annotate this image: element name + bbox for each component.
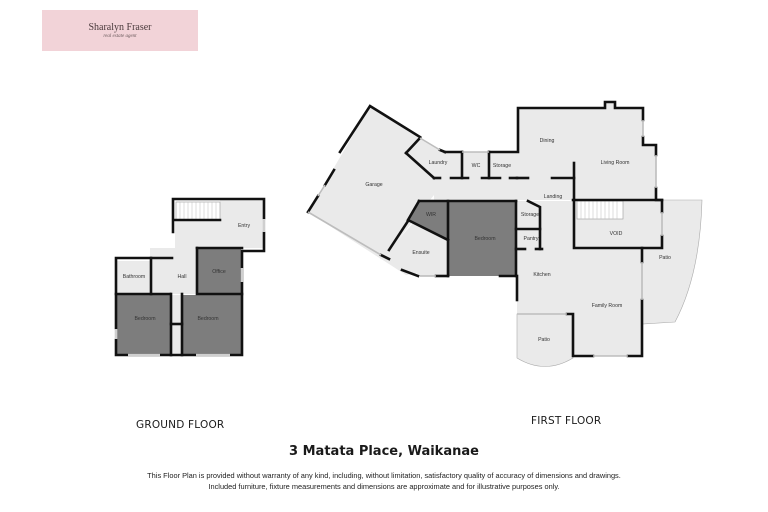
label-storage-1: Storage (493, 163, 511, 169)
room-garage (308, 106, 434, 275)
label-living-room: Living Room (601, 160, 630, 166)
label-kitchen: Kitchen (533, 272, 550, 278)
room-dining-living (517, 102, 656, 200)
ground-walls (114, 197, 266, 357)
ground-windows (114, 219, 266, 357)
room-wir (408, 201, 448, 240)
label-bathroom: Bathroom (123, 274, 146, 280)
label-family-room: Family Room (592, 303, 623, 309)
agent-logo: Sharalyn Fraser real estate agent (42, 10, 198, 51)
room-kitchen-family (517, 249, 642, 356)
label-wir: WIR (426, 212, 436, 218)
label-wc: WC (472, 163, 481, 169)
stairs-icon (175, 201, 221, 221)
stairs-icon (576, 200, 624, 220)
label-bedroom-1: Bedroom (134, 316, 155, 322)
room-bedroom-2 (182, 295, 242, 354)
disclaimer-line-2: Included furniture, fixture measurements… (208, 482, 560, 491)
room-office (197, 248, 241, 293)
label-void: VOID (610, 231, 623, 237)
room-patio-east (641, 199, 703, 325)
first-windows (307, 120, 663, 357)
property-address: 3 Matata Place, Waikanae (289, 444, 479, 459)
first-floor-plan: Garage Laundry WC Storage Dining Living … (306, 100, 703, 367)
room-landing (434, 178, 574, 200)
room-ensuite (389, 222, 448, 276)
label-patio-east: Patio (659, 255, 671, 261)
room-patio-south (516, 313, 574, 367)
ground-floor-plan: Entry Hall Bathroom Office Bedroom Bedro… (114, 197, 266, 357)
agent-name: Sharalyn Fraser (88, 21, 152, 33)
label-patio-south: Patio (538, 337, 550, 343)
room-storage-pantry (516, 201, 574, 249)
first-walls (306, 100, 664, 358)
disclaimer: This Floor Plan is provided without warr… (0, 470, 768, 492)
disclaimer-line-1: This Floor Plan is provided without warr… (147, 471, 621, 480)
label-laundry: Laundry (429, 160, 448, 166)
label-landing: Landing (544, 194, 563, 200)
label-garage: Garage (365, 182, 382, 188)
room-bedroom-1 (116, 295, 171, 354)
room-bedroom (448, 201, 516, 276)
label-office: Office (212, 269, 226, 275)
ground-floor-title: GROUND FLOOR (136, 419, 225, 431)
first-floor-title: FIRST FLOOR (531, 415, 602, 427)
label-dining: Dining (540, 138, 555, 144)
label-entry: Entry (238, 223, 251, 229)
room-bathroom (116, 261, 151, 294)
label-bedroom-2: Bedroom (197, 316, 218, 322)
label-hall: Hall (178, 274, 187, 280)
agent-tagline: real estate agent (103, 33, 137, 39)
label-bedroom: Bedroom (474, 236, 495, 242)
label-pantry: Pantry (524, 236, 539, 242)
label-ensuite: Ensuite (412, 250, 429, 256)
label-storage-2: Storage (521, 212, 539, 218)
